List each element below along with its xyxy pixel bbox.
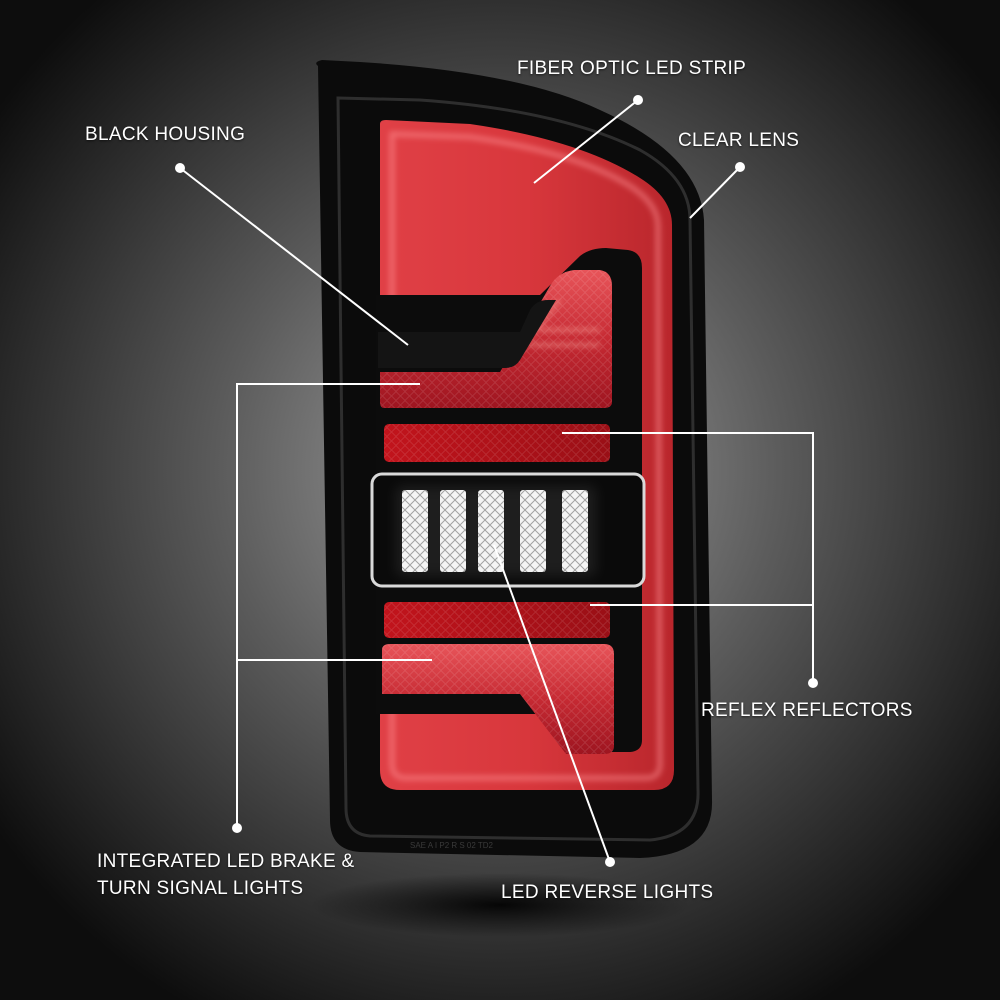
upper-reflector-texture [384, 424, 610, 462]
callout-line-housing [179, 167, 409, 346]
housing-bevel [336, 96, 700, 842]
reverse-led-glow [396, 486, 596, 576]
label-black-housing: BLACK HOUSING [85, 124, 246, 145]
label-fiber-optic-led-strip: FIBER OPTIC LED STRIP [517, 58, 747, 79]
label-integrated-line-1: INTEGRATED LED BRAKE & [97, 851, 355, 872]
callout-line-lens [689, 166, 741, 219]
callout-line-reflectors [562, 432, 814, 683]
upper-led-texture [380, 270, 612, 408]
label-integrated-line-2: TURN SIGNAL LIGHTS [97, 878, 304, 899]
callout-dot-fiber [633, 95, 643, 105]
black-housing-bar [378, 300, 556, 368]
label-clear-lens: CLEAR LENS [678, 130, 800, 151]
callout-line-reverse [493, 544, 611, 863]
reverse-led-bars [396, 486, 596, 576]
callout-dot-lens [735, 162, 745, 172]
product-marking: SAE A I P2 R S 02 TD2 [410, 841, 494, 850]
fiber-optic-glow [389, 131, 663, 781]
callout-dot-reverse [605, 857, 615, 867]
lower-led-texture [382, 644, 614, 754]
label-reflex-reflectors: REFLEX REFLECTORS [701, 700, 913, 721]
callout-line-fiber [533, 99, 639, 184]
lower-reflector-texture [384, 602, 610, 638]
callout-dot-integrated [232, 823, 242, 833]
callout-dot-reflectors [808, 678, 818, 688]
callout-lines [175, 95, 818, 867]
label-led-reverse-lights: LED REVERSE LIGHTS [501, 882, 714, 903]
callout-dot-housing [175, 163, 185, 173]
floor-shadow [310, 873, 690, 937]
label-integrated-led-brake-turn: INTEGRATED LED BRAKE & TURN SIGNAL LIGHT… [97, 848, 355, 902]
callout-line-integrated [236, 383, 420, 828]
